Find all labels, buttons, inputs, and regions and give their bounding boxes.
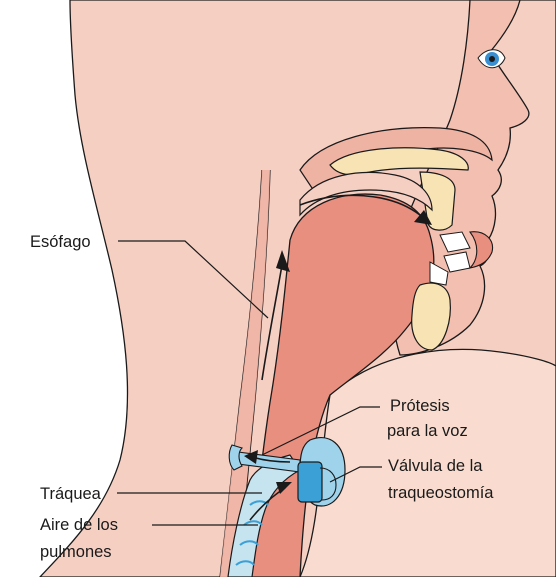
label-esofago: Esófago (30, 233, 91, 251)
label-valvula-line2: traqueostomía (388, 484, 494, 502)
label-protesis-line1: Prótesis (390, 397, 450, 415)
label-protesis-line2: para la voz (387, 422, 468, 440)
label-traquea: Tráquea (40, 485, 102, 503)
label-aire-line1: Aire de los (40, 516, 118, 534)
label-aire-line2: pulmones (40, 543, 112, 561)
label-valvula-line1: Válvula de la (388, 457, 483, 475)
tracheostomy-valve (298, 438, 345, 506)
